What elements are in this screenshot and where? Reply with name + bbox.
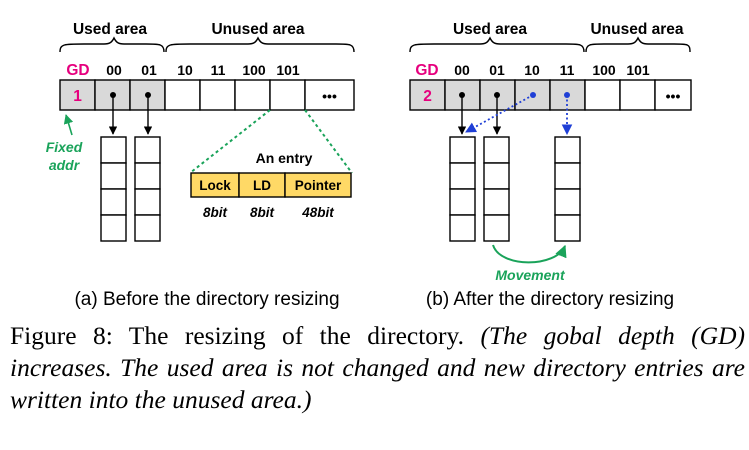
entry-field-pointer: [284, 172, 352, 198]
col-label-00-a: 00: [106, 62, 122, 78]
col-label-10-a: 10: [177, 62, 193, 78]
col-label-01-a: 01: [141, 62, 157, 78]
figure-caption-prefix: Figure 8: The resizing of the directory.: [10, 321, 481, 350]
figure-caption-italic: (The gobal depth (GD) increases. The use…: [10, 321, 746, 414]
fixed-addr-line1: Fixed: [46, 139, 83, 155]
more-ellipsis-a: •••: [322, 88, 337, 104]
col-label-100-a: 100: [242, 62, 266, 78]
entry-field-lock: [190, 172, 240, 198]
fixed-addr-arrow: [63, 114, 74, 136]
dir-entry-101-b: [619, 79, 656, 111]
movement-arrow: [492, 244, 567, 264]
entry-title: An entry: [256, 150, 313, 166]
entry-zoom-line-left: [189, 109, 271, 174]
entry-size-lock: 8bit: [203, 205, 228, 220]
col-label-100-b: 100: [592, 62, 616, 78]
panel-a-caption: (a) Before the directory resizing: [74, 289, 339, 310]
entry-zoom-line-right: [304, 109, 353, 174]
entry-field-lock-label: Lock: [199, 178, 231, 193]
entry-field-pointer-label: Pointer: [295, 178, 342, 193]
col-label-10-b: 10: [524, 62, 540, 78]
gd-label-b: GD: [415, 62, 438, 79]
dir-more-cell-b: [654, 79, 692, 111]
figure-caption: Figure 8: The resizing of the directory.…: [10, 320, 745, 416]
gd-value-b: 2: [423, 88, 432, 105]
panel-a: Used area Unused area GD 00 01 10 11 100…: [46, 21, 355, 310]
unused-area-brace-b: [585, 36, 691, 53]
gd-value-a: 1: [73, 88, 82, 105]
col-label-00-b: 00: [454, 62, 470, 78]
gd-cell-a: [59, 79, 96, 111]
col-label-11-b: 11: [560, 62, 575, 78]
dir-entry-101-a: [269, 79, 306, 111]
gd-cell-b: [409, 79, 446, 111]
bucket-11-b: [554, 136, 581, 242]
entry-field-ld-label: LD: [253, 178, 271, 193]
used-area-label-a: Used area: [73, 21, 147, 38]
panel-b: Used area Unused area GD 00 01 10 11 100…: [409, 21, 692, 310]
entry-size-pointer: 48bit: [301, 205, 334, 220]
dir-entry-10-a: [164, 79, 201, 111]
used-area-brace-b: [409, 36, 585, 53]
dir-more-cell-a: [304, 79, 355, 111]
col-label-101-a: 101: [276, 62, 300, 78]
entry-field-ld: [238, 172, 286, 198]
unused-area-label-a: Unused area: [211, 21, 304, 38]
directory-resizing-diagram: Used area Unused area GD 00 01 10 11 100…: [46, 21, 692, 310]
used-area-brace-a: [59, 36, 165, 53]
bucket-00-a: [100, 136, 127, 242]
entry-size-ld: 8bit: [250, 205, 275, 220]
bucket-00-b: [449, 136, 476, 242]
col-label-101-b: 101: [626, 62, 650, 78]
fixed-addr-line2: addr: [49, 157, 81, 173]
panel-b-caption: (b) After the directory resizing: [426, 289, 674, 310]
gd-label-a: GD: [66, 62, 89, 79]
col-label-01-b: 01: [489, 62, 505, 78]
more-ellipsis-b: •••: [666, 88, 681, 104]
bucket-01-b: [483, 136, 510, 242]
dir-entry-100-b: [584, 79, 621, 111]
movement-label: Movement: [495, 267, 566, 283]
pointer-arrow-10-b: [465, 94, 534, 133]
dir-entry-100-a: [234, 79, 271, 111]
bucket-01-a: [134, 136, 161, 242]
unused-area-brace-a: [165, 36, 355, 53]
unused-area-label-b: Unused area: [590, 21, 683, 38]
col-label-11-a: 11: [211, 62, 226, 78]
dir-entry-11-a: [199, 79, 236, 111]
used-area-label-b: Used area: [453, 21, 527, 38]
